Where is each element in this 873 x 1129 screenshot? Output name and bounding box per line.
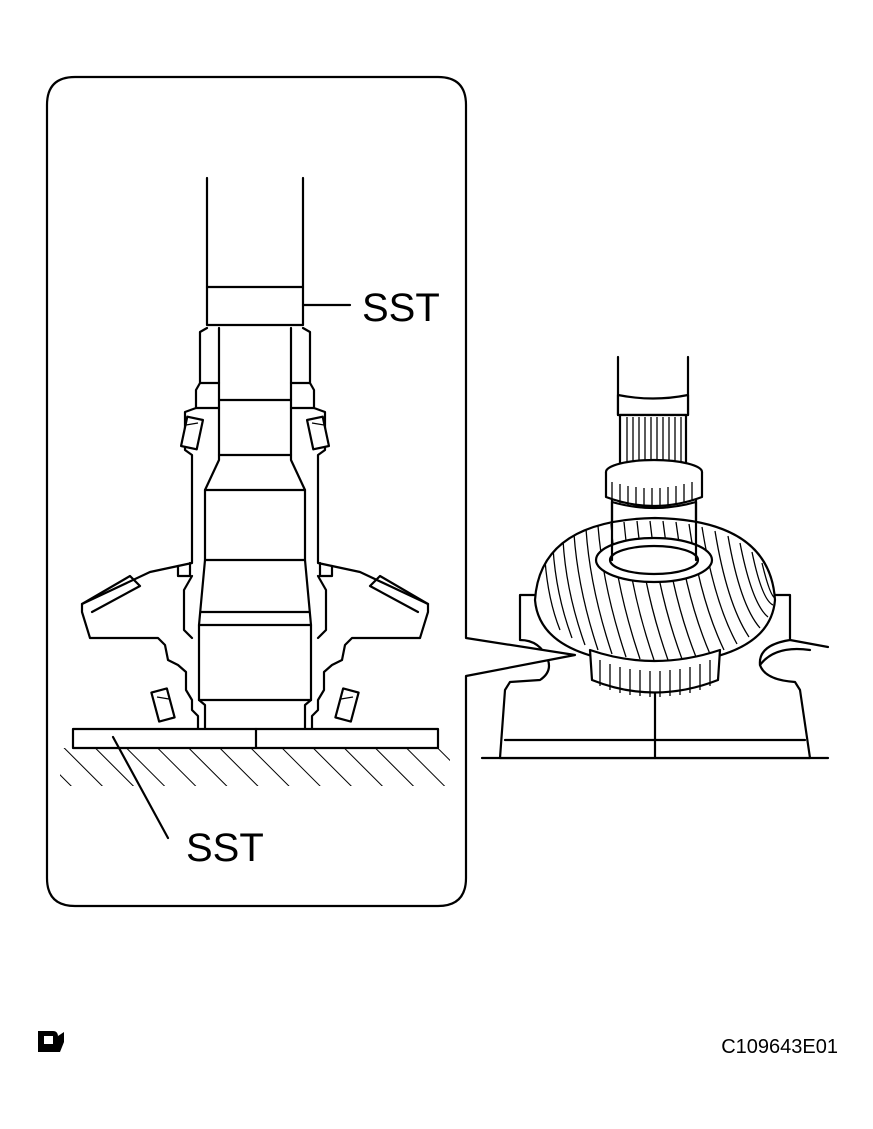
detail-callout: SST SST	[45, 75, 577, 908]
press-operation-icon	[38, 1031, 64, 1052]
ground-hatching	[60, 748, 450, 788]
pinion-shaft	[604, 413, 704, 562]
lower-bearing	[588, 648, 722, 697]
leader-line-lower	[111, 735, 170, 840]
base-plate-sst	[71, 727, 440, 750]
figure-code: C109643E01	[721, 1036, 838, 1058]
sst-label-upper: SST	[362, 286, 440, 330]
callout-frame	[45, 75, 577, 908]
upper-bearing-rollers	[179, 415, 331, 451]
lower-bearing-rollers	[150, 687, 360, 723]
sst-label-lower: SST	[186, 826, 264, 870]
press-assembly-view	[480, 355, 830, 760]
pinion-cross-section	[80, 326, 430, 730]
ring-gear	[533, 498, 777, 667]
press-ram	[616, 355, 690, 417]
